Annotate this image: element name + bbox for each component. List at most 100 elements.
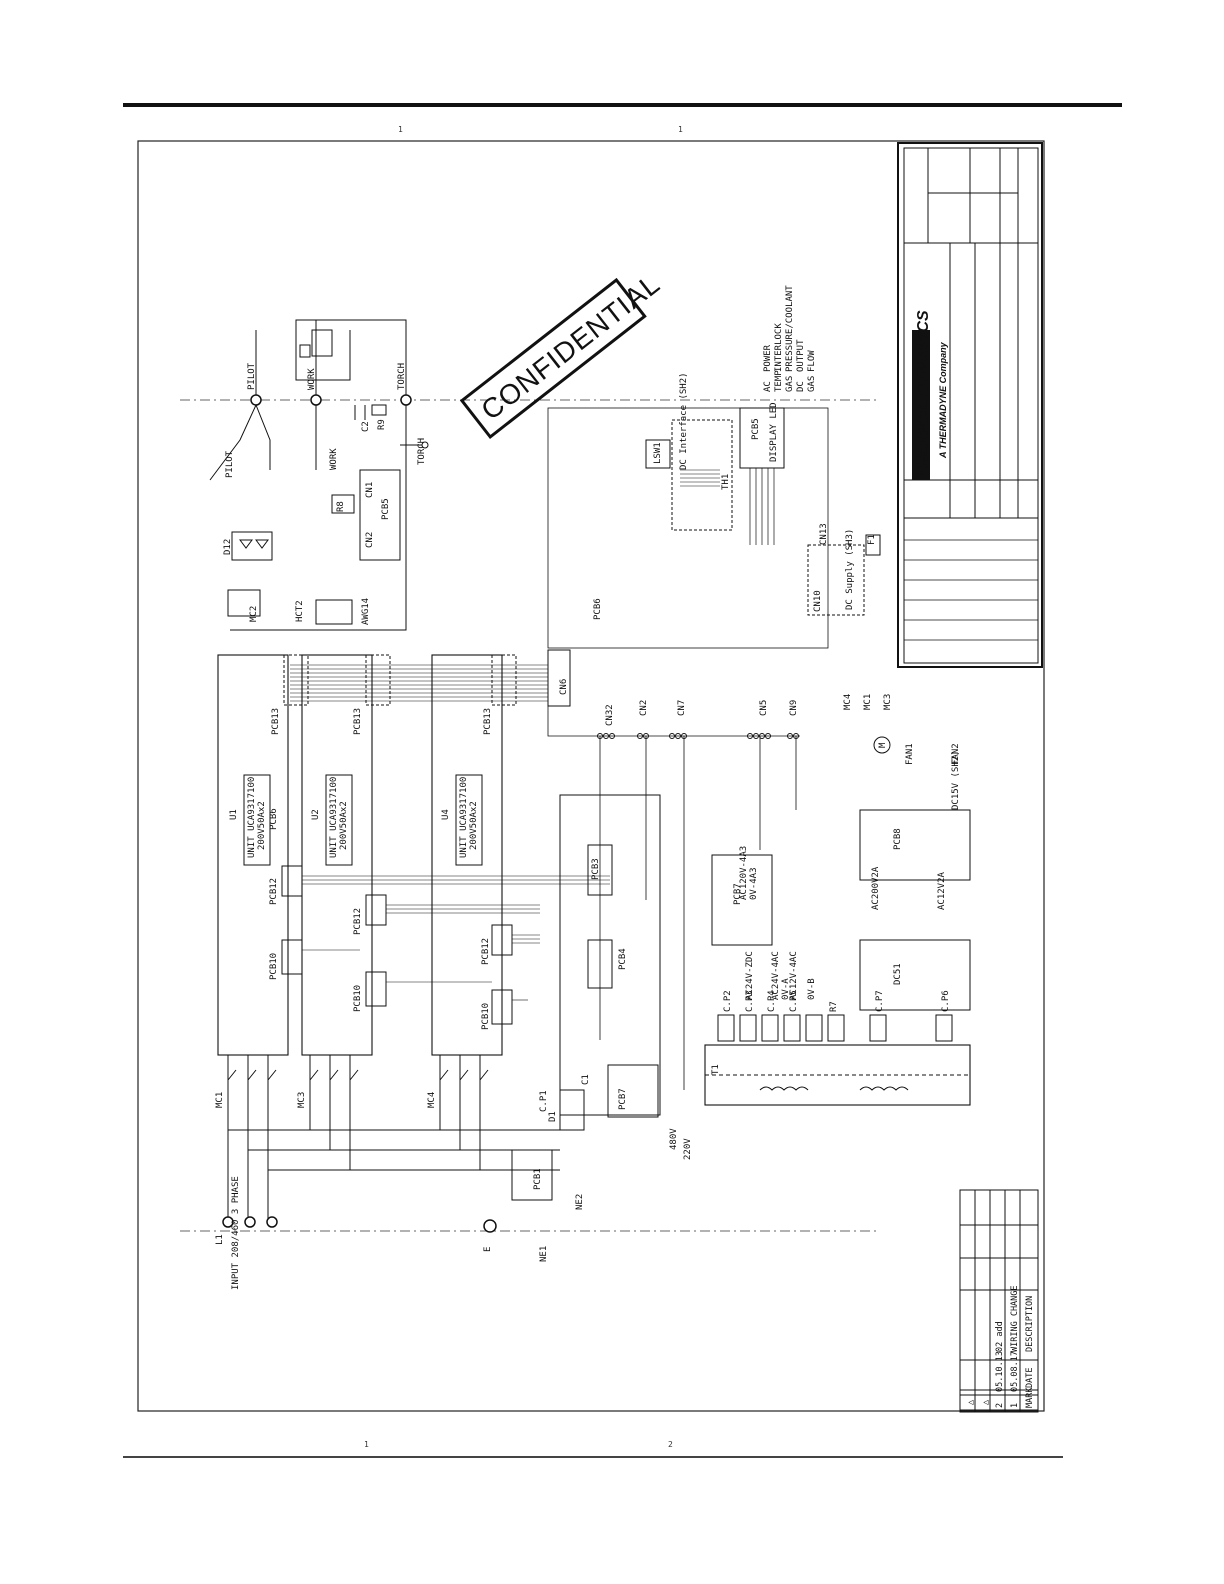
svg-text:MC3: MC3 [883,694,893,710]
svg-text:C.P7: C.P7 [875,990,885,1012]
svg-text:PCB3: PCB3 [591,858,601,880]
u1-part: UNIT UCA9317100 [247,777,257,858]
svg-text:MC1: MC1 [215,1092,225,1108]
svg-text:△: △ [981,1399,991,1405]
svg-text:PCB7: PCB7 [733,883,743,905]
confidential-stamp: CONFIDENTIAL [459,268,666,440]
pcb6-block: PCB6 DC Interface (SH2) LSW1 TH1 PCB5 DI… [547,372,881,649]
svg-text:NE1: NE1 [539,1246,549,1262]
svg-text:D12: D12 [223,539,233,555]
indicator-dc-tag: DC [796,381,806,392]
svg-text:HCT2: HCT2 [295,600,305,622]
svg-text:PCB12: PCB12 [269,878,279,905]
svg-text:PCB12: PCB12 [481,938,491,965]
indicator-interlock: INTERLOCK [774,323,784,372]
svg-text:C.P2: C.P2 [723,990,733,1012]
svg-text:DC51: DC51 [893,963,903,985]
svg-text:PCB10: PCB10 [481,1003,491,1030]
svg-text:C.P3: C.P3 [745,990,755,1012]
svg-text:C.P4: C.P4 [767,990,777,1012]
svg-text:PCB13: PCB13 [483,708,493,735]
svg-text:C.P6: C.P6 [941,990,951,1012]
u4-label: U4 [441,809,451,820]
svg-text:PCB6: PCB6 [593,598,603,620]
dc15-label: DC15V (SH2) [951,750,961,810]
u4-part: UNIT UCA9317100 [459,777,469,858]
indicator-legend: POWER TEMP INTERLOCK GAS PRESSURE/COOLAN… [763,285,817,392]
svg-text:PCB1: PCB1 [533,1168,543,1190]
tick-top-right: 1 [678,125,683,134]
input-power-label: INPUT 208/460 3 PHASE [231,1176,241,1290]
svg-text:MC1: MC1 [863,694,873,710]
svg-text:FAN2: FAN2 [951,743,961,765]
torch-terminal-label: TORCH [397,363,407,390]
work-lead-label: WORK [329,448,339,470]
svg-text:CN1: CN1 [365,482,375,498]
top-rule [123,103,1122,107]
pilot-lead-label: PILOT [225,450,235,478]
svg-text:CN13: CN13 [819,523,829,545]
svg-text:PCB13: PCB13 [353,708,363,735]
svg-text:C.P1: C.P1 [539,1090,549,1112]
svg-text:NE2: NE2 [575,1194,585,1210]
dc-supply-label: DC Supply (SH3) [845,529,855,610]
svg-text:PCB4: PCB4 [618,948,628,970]
rev-2-desc: 02 add [995,1321,1005,1352]
u2-label: U2 [311,809,321,820]
svg-text:△: △ [966,1399,976,1405]
svg-text:FAN1: FAN1 [905,743,915,765]
u1-label: U1 [229,809,239,820]
indicator-gas-tag: GAS [785,376,795,392]
indicator-pressure: PRESSURE/COOLANT [785,285,795,372]
svg-text:C2: C2 [361,421,371,432]
ac12-label: AC12V-4AC [789,951,799,1000]
svg-text:CN6: CN6 [559,679,569,695]
svg-text:PCB8: PCB8 [893,828,903,850]
display-led-label: DISPLAY LED [769,402,779,462]
ac12v2a-label: AC12V2A [937,871,947,910]
svg-text:220V: 220V [683,1138,693,1160]
u1-rating: 200V50Ax2 [257,801,267,850]
svg-text:CONFIDENTIAL: CONFIDENTIAL [475,268,665,426]
ac120-label: AC120V-4A3 [739,846,749,900]
svg-text:CN7: CN7 [677,700,687,716]
indicator-output: OUTPUT [796,339,806,372]
u2-rating: 200V50Ax2 [339,801,349,850]
indicator-flow: FLOW [807,350,817,372]
svg-text:CN9: CN9 [789,700,799,716]
svg-text:D1: D1 [548,1111,558,1122]
indicator-temp-tag: TEMP [774,370,784,392]
0vb-label: 0V-B [807,978,817,1000]
svg-text:R9: R9 [377,419,387,430]
svg-text:C1: C1 [581,1074,591,1085]
svg-text:T1: T1 [711,1064,721,1075]
rev-header-date: DATE [1025,1368,1035,1388]
input-contactors: MC1 MC3 MC4 L1 INPUT 208/460 3 PHASE E N… [215,1055,585,1290]
svg-text:F1: F1 [867,534,877,545]
rev-1-date: 05.08.17 [1010,1351,1020,1392]
ground-label: E [483,1247,493,1252]
pilot-terminal-label: PILOT [247,362,257,390]
title-block: THERMAL DYNAMICS A THERMADYNE Company [897,142,1043,668]
0v-label: 0V-A [781,978,791,1000]
sheet-frame [137,140,1045,1412]
work-terminal-label: WORK [307,368,317,390]
rev-1-desc: WIRING CHANGE [1010,1285,1020,1352]
svg-text:LSW1: LSW1 [653,442,663,464]
tick-bottom-mid: 2 [668,1440,673,1449]
svg-text:PCB10: PCB10 [269,953,279,980]
rev-header-desc: DESCRIPTION [1025,1296,1035,1352]
dc-interface-label: DC Interface (SH2) [679,372,689,470]
bottom-rule [123,1456,1063,1458]
svg-text:PCB5: PCB5 [751,418,761,440]
output-terminals: PILOT WORK TORCH PILOT WORK TORCH R9 C2 … [209,319,429,631]
svg-text:PCB5: PCB5 [381,498,391,520]
svg-text:M: M [878,742,888,748]
revision-block: △ △ 2 05.10.13 02 add 1 05.08.17 WIRING … [959,1189,1039,1413]
brand-name: THERMAL DYNAMICS [915,310,932,478]
rev-2-mark: 2 [995,1403,1005,1408]
svg-text:MC4: MC4 [843,694,853,710]
svg-text:AWG14: AWG14 [361,598,371,625]
tick-bottom-left: 1 [364,1440,369,1449]
